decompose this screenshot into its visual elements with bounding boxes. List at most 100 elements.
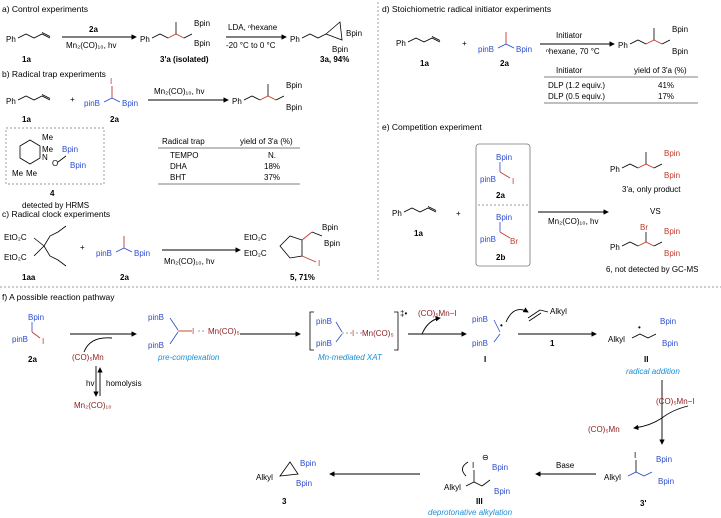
svg-text:Bpin: Bpin [194, 39, 210, 48]
svg-text:I: I [318, 259, 320, 268]
product-6-note: 6, not detected by GC-MS [606, 265, 699, 274]
svg-text:Bpin: Bpin [664, 249, 680, 258]
product-3-prime: 3' [640, 499, 646, 508]
svg-text:Bpin: Bpin [300, 459, 316, 468]
svg-text:Bpin: Bpin [672, 25, 688, 34]
svg-text:EtO₂C: EtO₂C [4, 253, 27, 262]
svg-text:pinB: pinB [148, 313, 164, 322]
svg-text:EtO₂C: EtO₂C [4, 233, 27, 242]
step-xat: Mn-mediated XAT [318, 353, 383, 362]
svg-text:18%: 18% [264, 162, 280, 171]
svg-text:Ph: Ph [610, 243, 620, 252]
step-deprotonative-alkylation: deprotonative alkylation [428, 508, 513, 517]
svg-text:2a: 2a [496, 191, 505, 200]
piperidine-ring [19, 139, 41, 165]
svg-text:I: I [472, 461, 474, 470]
svg-text:I: I [192, 327, 194, 336]
product-3: 3 [282, 497, 287, 506]
svg-text:(CO)₅Mn: (CO)₅Mn [72, 353, 104, 362]
svg-text:I: I [512, 177, 514, 186]
svg-text:Bpin: Bpin [286, 103, 302, 112]
svg-text:Mn₂(CO)₁₀: Mn₂(CO)₁₀ [74, 401, 112, 410]
svg-text:Bpin: Bpin [324, 239, 340, 248]
svg-text:Bpin: Bpin [322, 223, 338, 232]
svg-text:DLP (1.2 equiv.): DLP (1.2 equiv.) [548, 81, 605, 90]
svg-text:Initiator: Initiator [556, 66, 583, 75]
svg-text:yield of 3'a (%): yield of 3'a (%) [634, 66, 687, 75]
svg-text:Me: Me [42, 133, 54, 142]
svg-text:1a: 1a [420, 59, 429, 68]
svg-text:pinB: pinB [96, 249, 112, 258]
step-pre-complexation: pre-complexation [157, 353, 220, 362]
svg-text:(CO)₅Mn−I: (CO)₅Mn−I [656, 397, 695, 406]
svg-text:LDA, ⁿhexane: LDA, ⁿhexane [228, 23, 278, 32]
svg-text:Mn(CO)₅: Mn(CO)₅ [208, 327, 240, 336]
intermediate-II: II [644, 355, 648, 364]
svg-text:pinB: pinB [12, 335, 28, 344]
svg-text:EtO₂C: EtO₂C [244, 233, 267, 242]
svg-text:Bpin: Bpin [660, 317, 676, 326]
svg-text:Bpin: Bpin [664, 149, 680, 158]
reagent-2a-label: 2a [89, 25, 98, 34]
phenyl-label: Ph [6, 35, 16, 44]
svg-text:-20 °C to 0 °C: -20 °C to 0 °C [226, 41, 276, 50]
adduct-4-label: 4 [50, 189, 55, 198]
svg-text:Bpin: Bpin [194, 19, 210, 28]
svg-text:pinB: pinB [480, 175, 496, 184]
svg-text:DLP (0.5 equiv.): DLP (0.5 equiv.) [548, 92, 605, 101]
svg-text:pinB: pinB [480, 235, 496, 244]
svg-text:Bpin: Bpin [332, 45, 348, 54]
svg-text:BHT: BHT [170, 173, 186, 182]
svg-text:2b: 2b [496, 253, 505, 262]
svg-text:N: N [42, 153, 48, 162]
alkene-chain [17, 33, 51, 39]
svg-text:+: + [456, 209, 461, 218]
svg-text:(CO)₅Mn: (CO)₅Mn [588, 425, 620, 434]
svg-text:1aa: 1aa [22, 273, 36, 282]
panel-d-title: d) Stoichiometric radical initiator expe… [382, 4, 551, 14]
svg-text:Me: Me [26, 169, 38, 178]
svg-text:37%: 37% [264, 173, 280, 182]
svg-text:+: + [70, 95, 75, 104]
svg-text:Bpin: Bpin [496, 213, 512, 222]
product-3a-prime-note: 3'a, only product [622, 185, 681, 194]
svg-text:•: • [638, 323, 641, 332]
svg-text:Alkyl: Alkyl [550, 307, 567, 316]
hrms-note: detected by HRMS [22, 201, 89, 210]
svg-text:Ph: Ph [6, 97, 16, 106]
svg-text:2a: 2a [500, 59, 509, 68]
svg-text:Bpin: Bpin [492, 463, 508, 472]
svg-text:Bpin: Bpin [662, 339, 678, 348]
tempo-adduct-box [5, 127, 105, 185]
svg-text:2a: 2a [28, 355, 37, 364]
svg-text:Initiator: Initiator [556, 31, 583, 40]
svg-text:Mn₂(CO)₁₀, hv: Mn₂(CO)₁₀, hv [548, 217, 598, 226]
svg-text:pinB: pinB [316, 339, 332, 348]
svg-text:Me: Me [42, 145, 54, 154]
intermediate-I: I [484, 355, 486, 364]
svg-text:Ph: Ph [290, 35, 300, 44]
svg-text:N.: N. [268, 151, 276, 160]
panel-b: b) Radical trap experiments Ph 1a + pinB… [2, 69, 302, 210]
svg-text:2a: 2a [110, 115, 119, 124]
svg-text:O: O [52, 159, 58, 168]
svg-text:Alkyl: Alkyl [256, 473, 273, 482]
cyclopropane-ring [325, 21, 343, 41]
svg-text:Mn(CO)₅: Mn(CO)₅ [362, 329, 394, 338]
compound-5-yield: 5, 71% [290, 273, 315, 282]
svg-text:Ph: Ph [396, 39, 406, 48]
svg-text:Bpin: Bpin [658, 477, 674, 486]
svg-text:Bpin: Bpin [672, 47, 688, 56]
reagent-box [475, 143, 531, 267]
panel-f-title: f) A possible reaction pathway [2, 292, 115, 302]
svg-text:17%: 17% [658, 92, 674, 101]
svg-text:Bpin: Bpin [516, 45, 532, 54]
svg-text:pinB: pinB [84, 99, 100, 108]
svg-text:2a: 2a [120, 273, 129, 282]
svg-text:TEMPO: TEMPO [170, 151, 198, 160]
svg-text:1: 1 [550, 339, 555, 348]
svg-text:Bpin: Bpin [346, 29, 362, 38]
panel-e: e) Competition experiment Ph 1a + Bpin p… [382, 122, 699, 274]
panel-c: c) Radical clock experiments EtO₂C EtO₂C… [2, 209, 340, 282]
svg-text:Bpin: Bpin [656, 455, 672, 464]
